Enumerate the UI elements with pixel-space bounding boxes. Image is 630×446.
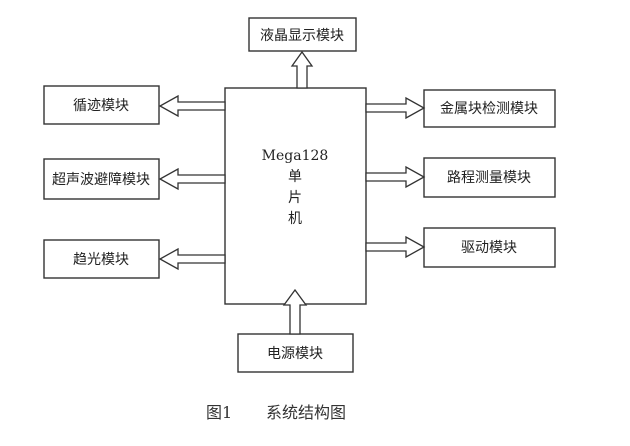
metal-detect-module-label: 金属块检测模块	[440, 101, 538, 117]
power-module-block: 电源模块	[237, 333, 354, 373]
distance-arrow	[365, 165, 426, 189]
metal-detect-module-block: 金属块检测模块	[423, 89, 556, 128]
tracking-arrow	[158, 94, 226, 118]
power-module-label: 电源模块	[267, 346, 323, 362]
light-seeking-module-block: 趋光模块	[43, 239, 160, 279]
tracking-module-label: 循迹模块	[73, 98, 129, 114]
metal-detect-arrow	[365, 96, 426, 120]
distance-module-block: 路程测量模块	[423, 157, 556, 198]
distance-module-label: 路程测量模块	[447, 170, 531, 186]
lcd-arrow	[290, 50, 314, 89]
ultrasonic-arrow	[158, 167, 226, 191]
mcu-line-1: 单	[288, 169, 302, 185]
ultrasonic-module-label: 超声波避障模块	[52, 172, 150, 188]
tracking-module-block: 循迹模块	[43, 85, 160, 125]
figure-number: 图1	[206, 403, 232, 422]
light-seeking-module-label: 趋光模块	[73, 252, 129, 268]
drive-arrow	[365, 235, 426, 259]
drive-module-label: 驱动模块	[461, 240, 517, 256]
ultrasonic-module-block: 超声波避障模块	[43, 158, 160, 200]
mcu-name: Mega128	[262, 148, 329, 164]
mcu-block: Mega128 单 片 机	[224, 87, 367, 305]
figure-title: 系统结构图	[266, 403, 346, 422]
mcu-line-2: 片	[288, 190, 302, 206]
lcd-module-label: 液晶显示模块	[260, 28, 344, 44]
light-seeking-arrow	[158, 247, 226, 271]
power-arrow	[282, 288, 308, 335]
drive-module-block: 驱动模块	[423, 227, 556, 268]
mcu-line-3: 机	[288, 211, 302, 227]
lcd-module-block: 液晶显示模块	[248, 17, 357, 52]
